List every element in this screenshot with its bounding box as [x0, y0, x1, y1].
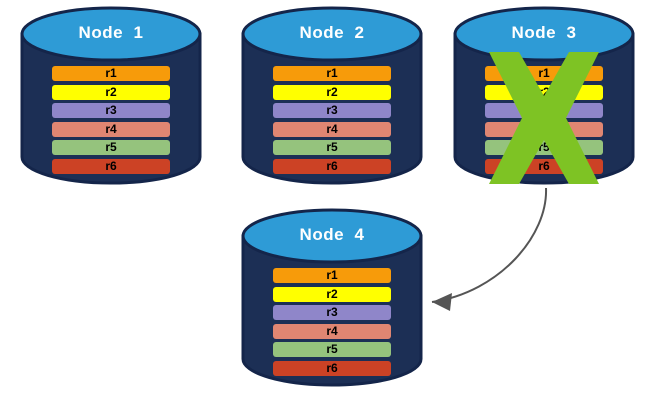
row-band-r6[interactable]: r6: [52, 158, 170, 174]
row-band-r3[interactable]: r3: [52, 103, 170, 118]
row-band-r1[interactable]: r1: [273, 66, 391, 81]
row-band-r5[interactable]: r5: [273, 140, 391, 155]
arrow-head-icon: [432, 293, 452, 311]
arrow-line: [431, 187, 548, 303]
cylinder-top: [241, 6, 423, 62]
node-2-rows: r1 r2 r3 r4 r5 r6: [243, 8, 421, 183]
row-band-r4[interactable]: r4: [273, 323, 391, 339]
node-4-rows: r1 r2 r3 r4 r5 r6: [243, 210, 421, 385]
row-band-r2[interactable]: r2: [52, 84, 170, 100]
node-1-rows: r1 r2 r3 r4 r5 r6: [22, 8, 200, 183]
row-band-r1[interactable]: r1: [273, 268, 391, 283]
row-band-r1[interactable]: r1: [52, 66, 170, 81]
row-band-r2[interactable]: r2: [273, 84, 391, 100]
row-band-r3[interactable]: r3: [273, 103, 391, 118]
row-band-r3[interactable]: r3: [273, 305, 391, 320]
row-band-r6[interactable]: r6: [273, 360, 391, 376]
row-band-r5[interactable]: r5: [273, 342, 391, 357]
cylinder-top: [20, 6, 202, 62]
row-band-r4[interactable]: r4: [52, 121, 170, 137]
row-band-r5[interactable]: r5: [52, 140, 170, 155]
row-band-r6[interactable]: r6: [273, 158, 391, 174]
row-band-r2[interactable]: r2: [273, 286, 391, 302]
cylinder-top: [241, 208, 423, 264]
row-band-r4[interactable]: r4: [273, 121, 391, 137]
